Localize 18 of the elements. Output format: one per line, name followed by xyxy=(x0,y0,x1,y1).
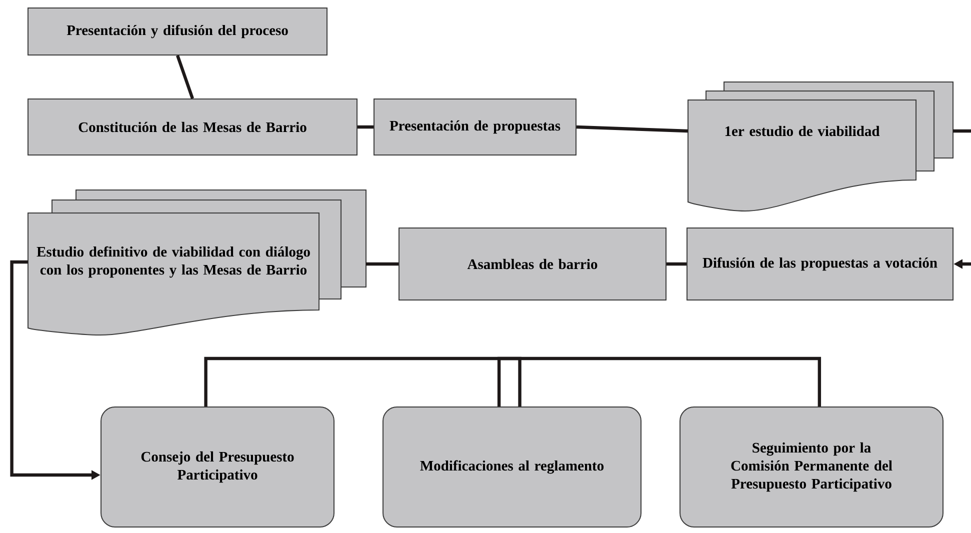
connector xyxy=(953,129,971,133)
process-box: Asambleas de barrio xyxy=(398,228,666,300)
rounded-box: Modificaciones al reglamento xyxy=(382,406,642,528)
rounded-box: Consejo del Presupuesto Participativo xyxy=(100,406,334,528)
connector xyxy=(176,54,194,100)
connector xyxy=(366,262,398,266)
connector xyxy=(204,356,522,406)
connector xyxy=(576,125,688,133)
process-box: Difusión de las propuestas a votación xyxy=(686,228,954,300)
process-box: Constitución de las Mesas de Barrio xyxy=(28,98,358,156)
connector xyxy=(666,262,686,266)
connector xyxy=(358,125,374,129)
document-stack: 1er estudio de viabilidad xyxy=(688,82,954,212)
document-stack: Estudio definitivo de viabilidad con diálogo con los proponentes y las Mesas de Barrio xyxy=(28,190,366,336)
process-box: Presentación y difusión del proceso xyxy=(28,8,328,56)
connector xyxy=(497,356,822,406)
process-box: Presentación de propuestas xyxy=(374,98,576,156)
rounded-box: Seguimiento por la Comisión Permanente del Presupuesto Participativo xyxy=(680,406,944,528)
